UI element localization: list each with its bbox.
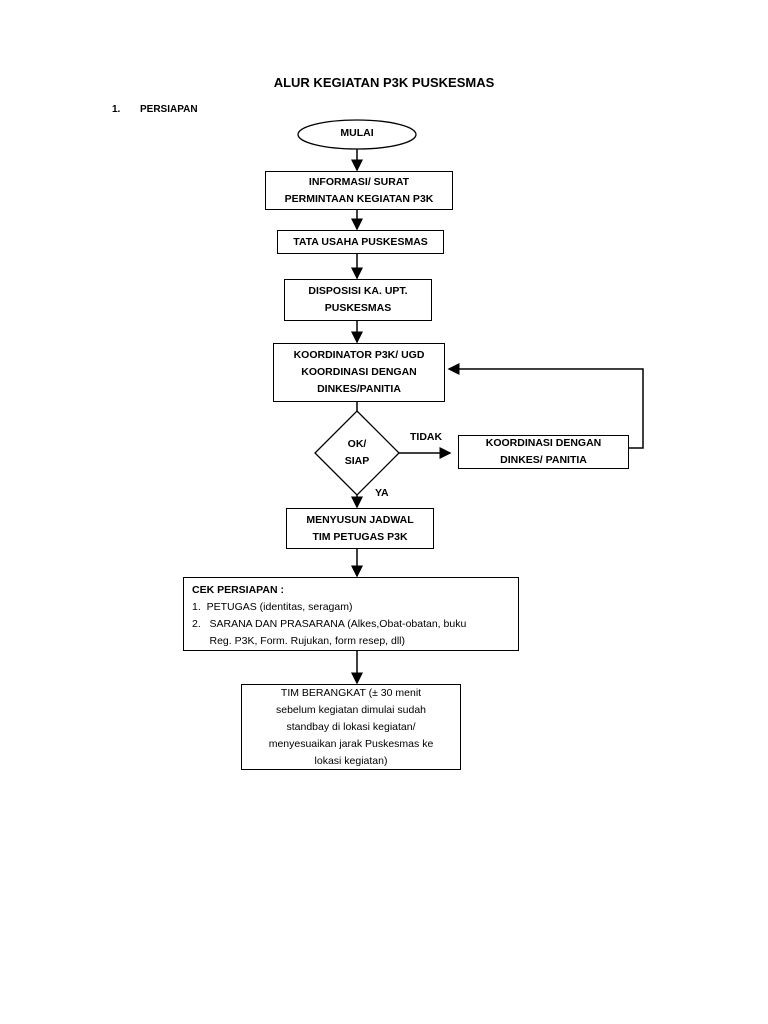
decision-diamond [314, 410, 400, 496]
node-cek-persiapan: CEK PERSIAPAN :1. PETUGAS (identitas, se… [183, 577, 519, 651]
section-label: PERSIAPAN [140, 104, 198, 115]
edge-label-yes: YA [375, 487, 389, 499]
edge-label-no: TIDAK [410, 431, 443, 443]
node-tata-usaha: TATA USAHA PUSKESMAS [277, 230, 444, 254]
decision-label: OK/SIAP [344, 438, 370, 467]
node-disposisi: DISPOSISI KA. UPT.PUSKESMAS [284, 279, 432, 321]
section-number: 1. [112, 104, 121, 115]
start-label: MULAI [340, 127, 374, 139]
arrow-feedback [447, 363, 644, 449]
page-title: ALUR KEGIATAN P3K PUSKESMAS [273, 75, 495, 90]
